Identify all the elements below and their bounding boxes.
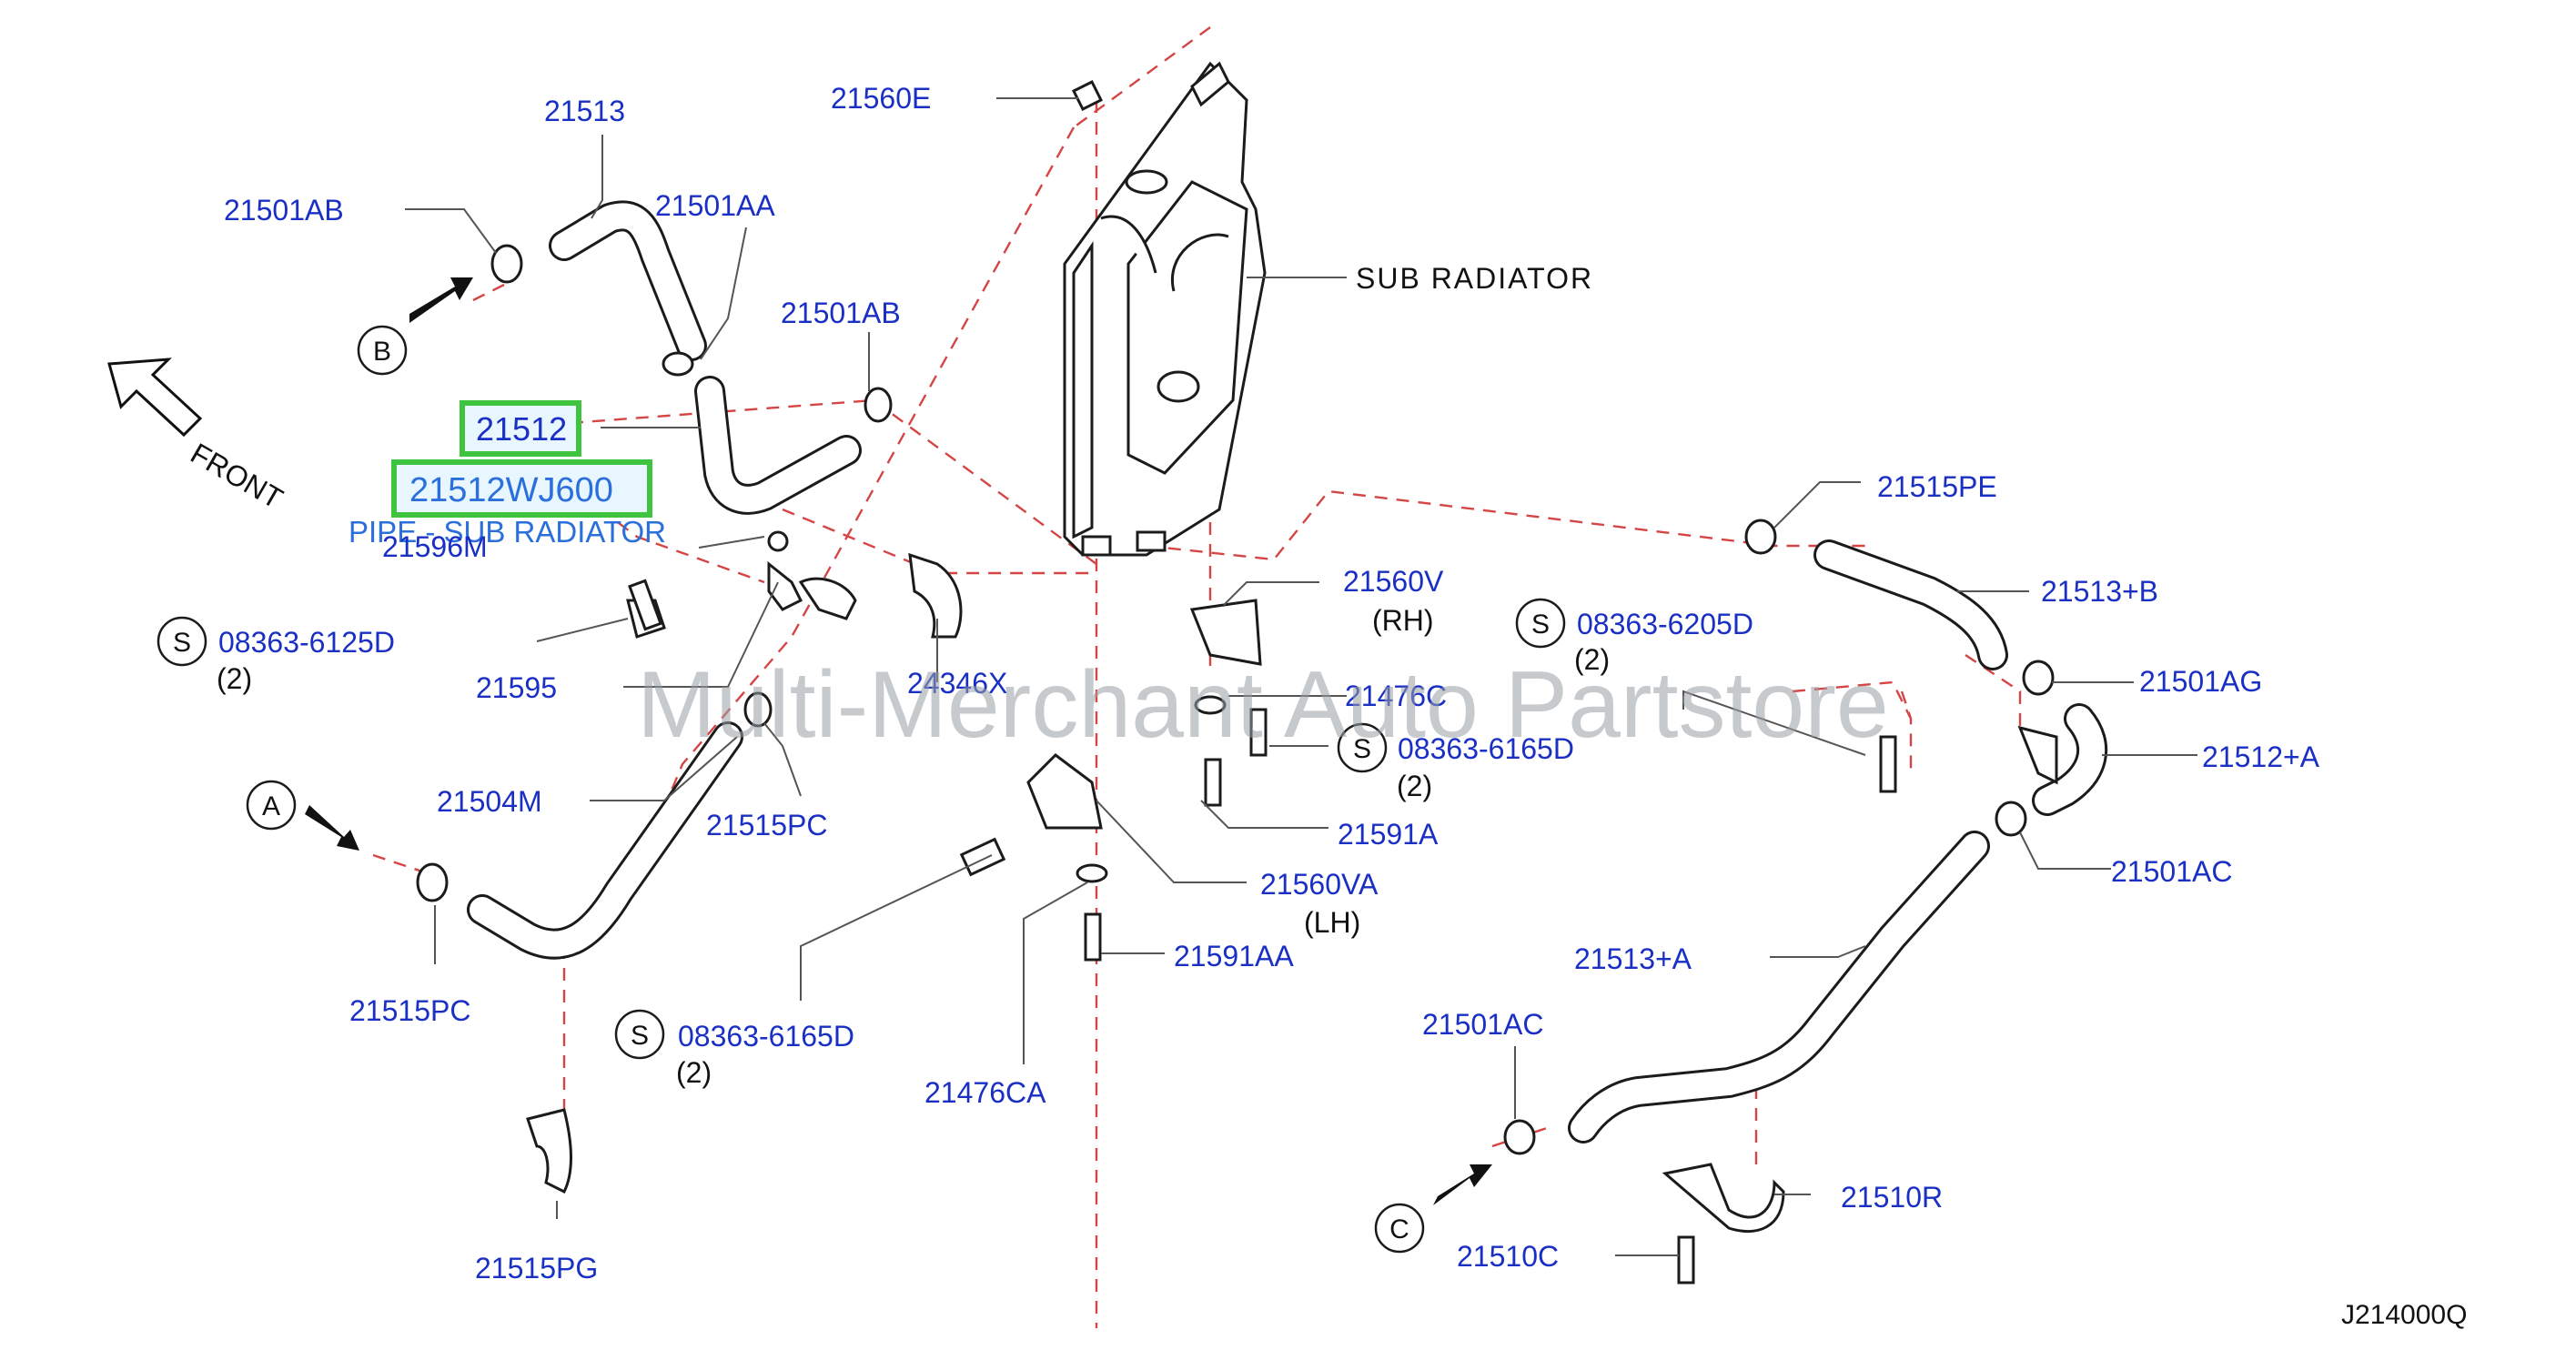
label-21596M: 21596M [382, 530, 488, 563]
callout-B-label: B [373, 337, 391, 367]
label-08363-6205D: 08363-6205D [1577, 608, 1753, 640]
label-21501AG: 21501AG [2139, 665, 2262, 698]
qty-08363-6165D-2: (2) [676, 1056, 712, 1089]
label-21510R: 21510R [1841, 1181, 1943, 1214]
label-lh: (LH) [1304, 906, 1360, 939]
label-21513A: 21513+A [1574, 942, 1692, 975]
label-21501AA: 21501AA [655, 189, 775, 222]
label-21560VA: 21560VA [1260, 868, 1379, 901]
watermark-text: Multi-Merchant Auto Partstore [637, 652, 1889, 758]
front-arrow-icon [107, 358, 203, 438]
callout-A: A [246, 780, 297, 831]
label-21504M: 21504M [437, 785, 542, 818]
screw-callout-4: S [614, 1009, 665, 1060]
label-21515PC-2: 21515PC [349, 994, 470, 1027]
label-21595: 21595 [476, 671, 557, 704]
label-21501AC-1: 21501AC [2111, 855, 2232, 888]
highlight-box-21512 [460, 400, 581, 457]
screw-callout-1-label: S [173, 628, 191, 658]
label-08363-6165D-1: 08363-6165D [1398, 732, 1574, 765]
label-21591AA: 21591AA [1174, 940, 1294, 972]
direction-arrows [305, 277, 1492, 1205]
screw-callout-2-label: S [1531, 610, 1550, 640]
label-21501AB-1: 21501AB [224, 194, 344, 227]
part-labels: 21513 21501AB 21501AA 21501AB 21560E SUB… [217, 82, 2320, 1285]
screw-callout-3: S [1337, 722, 1388, 773]
label-08363-6125D: 08363-6125D [218, 626, 395, 659]
sub-radiator [1063, 61, 1267, 557]
screw-callout-3-label: S [1353, 734, 1371, 764]
label-21560V: 21560V [1343, 565, 1444, 598]
label-21501AC-2: 21501AC [1422, 1008, 1543, 1041]
label-21501AB-2: 21501AB [781, 297, 901, 329]
label-21510C: 21510C [1457, 1240, 1559, 1273]
label-21515PE: 21515PE [1877, 470, 1997, 503]
label-sub-radiator: SUB RADIATOR [1356, 262, 1593, 295]
hoses [467, 200, 2108, 1143]
callout-B: B [357, 325, 408, 376]
callout-A-label: A [262, 791, 280, 821]
label-21476CA: 21476CA [924, 1076, 1046, 1109]
screw-callout-4-label: S [631, 1021, 649, 1051]
label-21476C: 21476C [1345, 680, 1447, 712]
highlight-box-21512WJ600 [391, 459, 652, 518]
label-21512A: 21512+A [2202, 740, 2320, 773]
qty-08363-6125D: (2) [217, 662, 252, 695]
callout-C: C [1374, 1203, 1425, 1254]
label-21515PG: 21515PG [475, 1252, 598, 1285]
diagram-code: J214000Q [2341, 1300, 2467, 1330]
label-24346X: 24346X [907, 667, 1007, 700]
callout-C-label: C [1389, 1214, 1409, 1244]
label-rh: (RH) [1372, 604, 1434, 637]
leader-lines [405, 97, 2197, 1256]
label-21515PC-1: 21515PC [706, 809, 827, 841]
front-label: FRONT [186, 437, 288, 515]
label-21560E: 21560E [831, 82, 931, 115]
qty-08363-6205D: (2) [1574, 643, 1610, 676]
label-21513B: 21513+B [2041, 575, 2158, 608]
screw-callout-1: S [157, 616, 207, 667]
qty-08363-6165D-1: (2) [1397, 770, 1432, 802]
part-label-21512: 21512 [476, 410, 567, 448]
part-number-21512WJ600: 21512WJ600 [409, 471, 613, 509]
small-parts [416, 79, 2058, 1285]
label-08363-6165D-2: 08363-6165D [678, 1020, 854, 1053]
part-caption: PIPE - SUB RADIATOR [349, 515, 666, 549]
label-21513: 21513 [544, 95, 625, 127]
screw-callout-2: S [1515, 598, 1566, 649]
label-21591A: 21591A [1338, 818, 1439, 851]
